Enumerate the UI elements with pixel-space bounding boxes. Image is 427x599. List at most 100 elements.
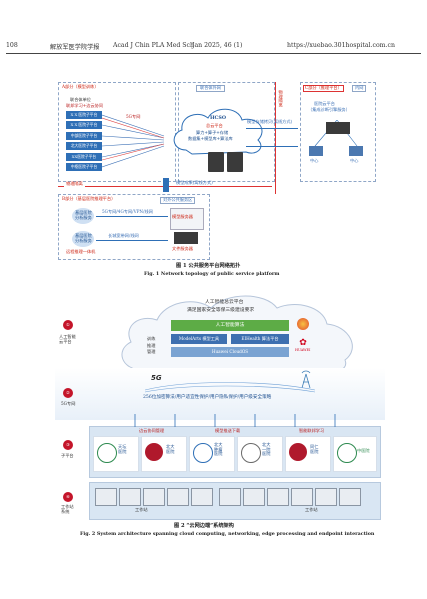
device-icon <box>243 488 265 506</box>
grassroots-node <box>72 208 94 224</box>
server-rack-icon <box>227 152 243 172</box>
grassroots-node <box>72 231 94 247</box>
hospital-subplatform: XX医院子平台 <box>66 152 102 161</box>
hospital-logo-icon <box>241 443 261 463</box>
grassroots-2: 基层医院 分析服务 <box>75 233 92 243</box>
journal-url: https://xuebao.301hospital.com.cn <box>287 42 395 49</box>
part-c-label: C部分（推理平台） <box>303 85 344 92</box>
figure-2: 人工智能总云平台 满足国家安全等保三级建设要求 人工智能算法 训练 推理 管理 … <box>55 290 385 520</box>
hospital-card: 北大 一院 医院 <box>237 436 283 472</box>
issue-info: Jan 2025, 46 (1) <box>192 42 243 49</box>
layer-4-badge: ④ <box>63 492 73 502</box>
model-server-label: 模型服务器 <box>172 214 193 219</box>
ai-logo-icon <box>297 318 309 330</box>
hospital-name: 北大 一院 医院 <box>262 442 271 457</box>
workstation-row <box>95 486 375 508</box>
hospital-logo-icon <box>97 443 117 463</box>
hcso-title: HCSO <box>210 115 226 121</box>
huawei-logo-icon: ✿ <box>299 338 307 348</box>
g5-private-label: 5G专网 <box>126 114 141 119</box>
hospital-logo-icon <box>145 443 163 461</box>
device-icon <box>315 488 337 506</box>
header-rule <box>6 53 421 54</box>
part-c-lines <box>314 120 358 147</box>
hospital-subplatform: 中部医院子平台 <box>66 131 102 140</box>
huawei-label: HUAWEI <box>295 348 311 352</box>
model-dl-label: 模型推送下载 <box>215 428 241 433</box>
smart-learn-label: 智能联邦学习 <box>299 428 325 433</box>
workstation-2-label: 工作站 <box>305 507 318 512</box>
layer-3-name: 子平台 <box>61 453 74 458</box>
g5-band <box>55 368 385 420</box>
physical-isolation-2: 物理隔离 <box>64 181 85 187</box>
device-icon <box>95 488 117 506</box>
device-icon <box>143 488 165 506</box>
hospital-card: 中医院 <box>333 436 377 472</box>
part-b-panel <box>58 194 210 260</box>
device-icon <box>219 488 241 506</box>
hospital-subplatform: 北大医院子平台 <box>66 142 102 151</box>
hospital-subplatform: 中枢医院子平台 <box>66 162 102 171</box>
train-label: 训练 推理 管理 <box>147 336 156 355</box>
hospital-logo-icon <box>193 443 213 463</box>
layer-1-badge: ① <box>63 320 73 330</box>
model-result-label: 模型成果(离线方式) <box>176 180 213 185</box>
hospital-subplatform: X X 医院子平台 <box>66 121 102 130</box>
layer-4-name: 工作站 系统 <box>61 504 74 515</box>
hospital-platform-sub: （集成诊断引擎服务） <box>308 107 350 112</box>
journal-title-cn: 解放军医学院学报 <box>50 44 100 51</box>
isolation-line <box>275 82 276 194</box>
hospital-card: 天坛 医院 <box>93 436 139 472</box>
hospital-list-a: X X 医院子平台 X X 医院子平台 中部医院子平台 北大医院子平台 XX医院… <box>66 111 102 171</box>
central-platform-line1: 算力+算子+存储 <box>196 130 229 135</box>
hospital-name: 北大 医院 <box>166 444 175 454</box>
layer-3-badge: ③ <box>63 440 73 450</box>
hospital-name: 同仁 医院 <box>310 444 319 454</box>
hospital-name: 中医院 <box>357 448 370 453</box>
joint-units: 联合体单位 <box>70 97 91 102</box>
fig2-caption-en: Fig. 2 System architecture spanning clou… <box>80 531 375 537</box>
hospital-logo-icon <box>337 443 357 463</box>
layer-1-name: 人工智能 云平台 <box>59 334 76 345</box>
device-icon <box>291 488 313 506</box>
journal-title-en: Acad J Chin PLA Med Sch <box>113 42 194 49</box>
signal-tower-icon <box>299 370 313 389</box>
part-c-panel <box>300 82 376 182</box>
device-icon <box>119 488 141 506</box>
file-server-icon <box>174 232 198 244</box>
security-bar: 256位加密算法/用户适宜性保护/用户隐私保护/用户级安全策略 <box>143 395 272 400</box>
fig2-caption-cn: 图 2 “云网边端”系统架构 <box>174 523 234 529</box>
edge-mgmt-label: 边云协同管理 <box>139 428 165 433</box>
model-server-box <box>170 208 204 230</box>
arrow-to-c <box>246 146 298 147</box>
hospital-card: 北大 肿瘤 医院 <box>189 436 235 472</box>
arrow-to-c <box>246 128 298 129</box>
cloud-title-2: 满足国家安全等保三级建设要求 <box>187 308 255 313</box>
joint-outer-net: 联合体外网 <box>196 85 225 92</box>
hospital-row: 天坛 医院 北大 医院 北大 肿瘤 医院 北大 一院 医院 同仁 医院 中医院 <box>93 436 377 472</box>
long-distance-link <box>96 240 168 241</box>
eihealth-bar: EIHealth 算法平台 <box>231 334 289 344</box>
hospital-subplatform: X X 医院子平台 <box>66 111 102 119</box>
monitor-icon <box>349 146 363 156</box>
hospital-name: 天坛 医院 <box>118 444 127 454</box>
center-a: 中心 <box>310 158 319 163</box>
hospital-name: 北大 肿瘤 医院 <box>214 442 223 457</box>
part-a-panel <box>58 82 176 182</box>
remote-diag-label: 远程推理一体机 <box>66 249 96 254</box>
device-icon <box>167 488 189 506</box>
monitor-icon <box>309 146 323 156</box>
long-distance-label: 长城宽带网/线网 <box>108 233 139 238</box>
ai-algorithm-bar: 人工智能算法 <box>171 320 289 331</box>
physical-isolation-label: 物理隔离 <box>278 90 284 107</box>
page-number: 108 <box>6 42 18 49</box>
central-platform-title: 总云平台 <box>206 123 223 128</box>
hospital-card: 同仁 医院 <box>285 436 331 472</box>
center-b: 中心 <box>350 158 359 163</box>
device-icon <box>267 488 289 506</box>
hospital-card: 北大 医院 <box>141 436 187 472</box>
cloud-title-1: 人工智能总云平台 <box>205 300 244 305</box>
part-a-label: A部分（模型训练） <box>62 84 99 89</box>
device-icon <box>339 488 361 506</box>
down-arrow-icon <box>163 178 169 192</box>
